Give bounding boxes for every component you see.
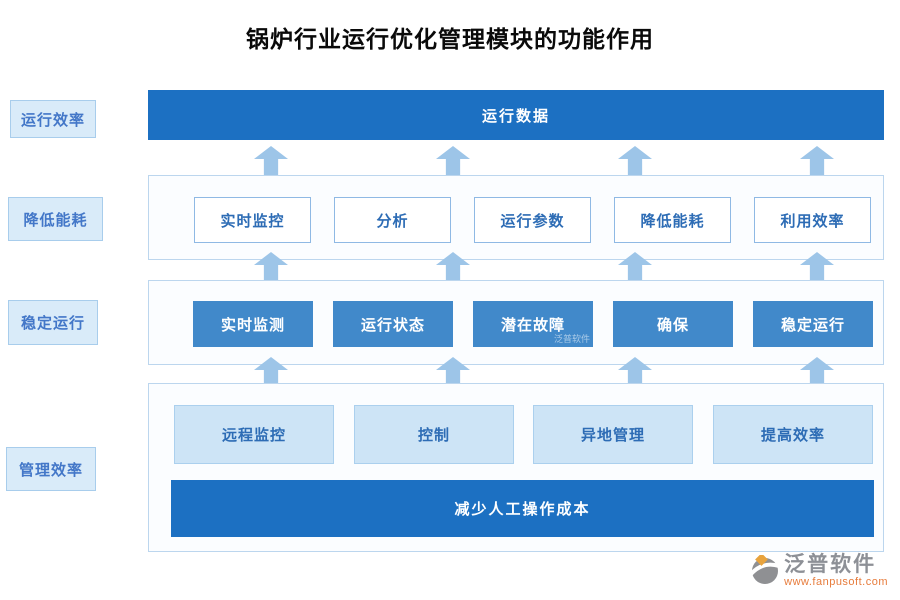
level3-box-operating-status: 运行状态: [333, 301, 453, 347]
side-label-stable-operation: 稳定运行: [8, 300, 98, 345]
level3-box-ensure: 确保: [613, 301, 733, 347]
level1-band-operating-data: 运行数据: [148, 90, 884, 140]
level2-container: 实时监控 分析 运行参数 降低能耗 利用效率: [148, 175, 884, 260]
level2-box-realtime-monitoring: 实时监控: [194, 197, 311, 243]
level4-box-offsite-management: 异地管理: [533, 405, 693, 464]
level4-box-control: 控制: [354, 405, 514, 464]
side-label-reduce-energy: 降低能耗: [8, 197, 103, 241]
brand-url: www.fanpusoft.com: [784, 576, 888, 588]
level3-box-stable-operation: 稳定运行: [753, 301, 873, 347]
level4-band-reduce-labor-cost: 减少人工操作成本: [171, 480, 874, 537]
level4-container: 远程监控 控制 异地管理 提高效率 减少人工操作成本: [148, 383, 884, 552]
level3-box-potential-failure: 潜在故障 泛普软件: [473, 301, 593, 347]
side-label-operating-efficiency: 运行效率: [10, 100, 96, 138]
side-label-management-efficiency: 管理效率: [6, 447, 96, 491]
up-arrow-icon: [618, 146, 652, 175]
watermark-text: 泛普软件: [553, 334, 590, 344]
brand-logo: 泛普软件 www.fanpusoft.com: [749, 553, 888, 590]
level3-box-realtime-detection: 实时监测: [193, 301, 313, 347]
level2-box-operating-parameters: 运行参数: [474, 197, 591, 243]
level3-container: 实时监测 运行状态 潜在故障 泛普软件 确保 稳定运行: [148, 280, 884, 365]
up-arrow-icon: [436, 146, 470, 175]
level4-box-improve-efficiency: 提高效率: [713, 405, 873, 464]
up-arrow-icon: [800, 146, 834, 175]
level4-box-remote-monitoring: 远程监控: [174, 405, 334, 464]
level3-box-label: 潜在故障: [500, 316, 565, 334]
level2-box-reduce-energy: 降低能耗: [614, 197, 731, 243]
page-title: 锅炉行业运行优化管理模块的功能作用: [246, 26, 654, 53]
fanpu-logo-icon: [749, 553, 780, 590]
level2-box-analysis: 分析: [334, 197, 451, 243]
brand-name: 泛普软件: [784, 553, 877, 576]
level2-box-utilization-efficiency: 利用效率: [754, 197, 871, 243]
up-arrow-icon: [254, 146, 288, 175]
